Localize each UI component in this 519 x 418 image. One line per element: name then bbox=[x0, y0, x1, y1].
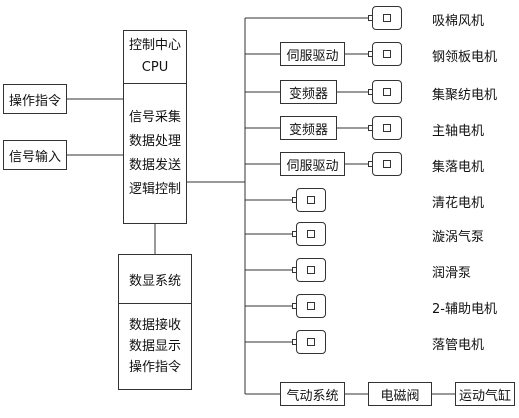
signal-input-box: 信号输入 bbox=[3, 140, 67, 170]
ring-rail-motor-icon bbox=[368, 42, 402, 66]
servo-drive-box-2: 伺服驱动 bbox=[280, 152, 345, 176]
solenoid-valve-box: 电磁阀 bbox=[368, 382, 432, 406]
tube-drop-motor-icon bbox=[292, 330, 326, 354]
inverter-label-2: 变频器 bbox=[288, 122, 328, 138]
control-function-2: 数据处理 bbox=[128, 133, 181, 149]
inverter-box-2: 变频器 bbox=[280, 116, 337, 140]
motor-label-10: 落管电机 bbox=[432, 338, 485, 353]
auxiliary-motor-icon bbox=[292, 294, 326, 318]
signal-input-label: 信号输入 bbox=[8, 149, 61, 165]
main-shaft-motor-icon bbox=[368, 116, 402, 140]
control-center-functions: 信号采集 数据处理 数据发送 逻辑控制 bbox=[123, 83, 187, 224]
display-function-1: 数据接收 bbox=[128, 318, 181, 333]
control-center-header: 控制中心 CPU bbox=[123, 30, 187, 84]
moving-cylinder-box: 运动气缸 bbox=[455, 382, 515, 406]
motor-label-5: 集落电机 bbox=[432, 160, 485, 175]
moving-cylinder-label: 运动气缸 bbox=[458, 388, 511, 404]
motor-label-4: 主轴电机 bbox=[432, 124, 485, 139]
solenoid-valve-label: 电磁阀 bbox=[380, 388, 420, 404]
lubrication-pump-motor-icon bbox=[292, 258, 326, 282]
vortex-pump-motor-icon bbox=[292, 222, 326, 246]
compact-spinning-motor-icon bbox=[368, 80, 402, 104]
suction-fan-motor-icon bbox=[368, 6, 402, 30]
motor-label-3: 集聚纺电机 bbox=[432, 88, 498, 103]
operation-command-box: 操作指令 bbox=[3, 84, 67, 114]
display-system-functions: 数据接收 数据显示 操作指令 bbox=[118, 303, 192, 390]
pneumatic-system-box: 气动系统 bbox=[280, 382, 345, 406]
motor-label-1: 吸棉风机 bbox=[432, 14, 485, 29]
display-system-header: 数显系统 bbox=[118, 254, 192, 304]
collective-doffing-motor-icon bbox=[368, 152, 402, 176]
control-function-3: 数据发送 bbox=[128, 157, 181, 173]
motor-label-8: 润滑泵 bbox=[432, 266, 472, 281]
control-function-1: 信号采集 bbox=[128, 109, 181, 125]
servo-drive-label-1: 伺服驱动 bbox=[286, 48, 339, 64]
display-system-title: 数显系统 bbox=[128, 273, 181, 289]
display-function-2: 数据显示 bbox=[128, 339, 181, 354]
inverter-label-1: 变频器 bbox=[288, 86, 328, 102]
motor-label-6: 清花电机 bbox=[432, 196, 485, 211]
operation-command-label: 操作指令 bbox=[8, 93, 61, 109]
control-function-4: 逻辑控制 bbox=[128, 181, 181, 197]
cleaning-motor-icon bbox=[292, 188, 326, 212]
servo-drive-label-2: 伺服驱动 bbox=[286, 158, 339, 174]
motor-label-9: 2-辅助电机 bbox=[432, 302, 497, 317]
motor-label-2: 钢领板电机 bbox=[432, 50, 498, 65]
pneumatic-system-label: 气动系统 bbox=[286, 388, 339, 404]
control-center-subtitle: CPU bbox=[141, 60, 169, 75]
servo-drive-box-1: 伺服驱动 bbox=[280, 42, 345, 66]
inverter-box-1: 变频器 bbox=[280, 80, 337, 104]
control-center-title: 控制中心 bbox=[128, 38, 181, 53]
display-function-3: 操作指令 bbox=[128, 360, 181, 375]
motor-label-7: 漩涡气泵 bbox=[432, 230, 485, 245]
